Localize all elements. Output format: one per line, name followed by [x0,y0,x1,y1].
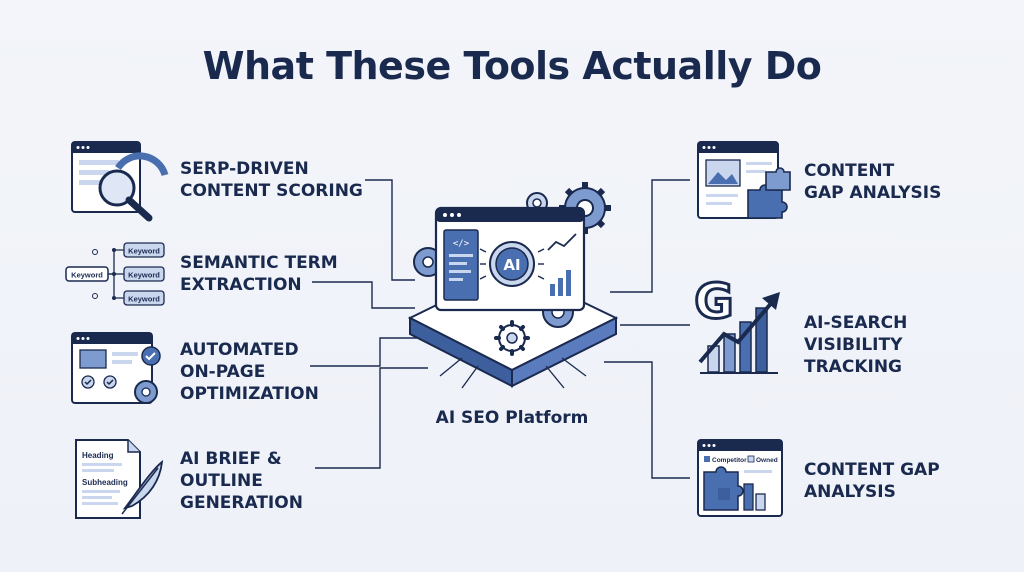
owned-legend: Owned [756,457,778,464]
google-logo-letter: G [694,274,733,330]
document-quill-icon: Heading Subheading [75,439,164,519]
svg-text:</>: </> [453,239,470,249]
brief-heading: Heading [82,451,114,460]
label-semantic-term-extraction: SEMANTIC TERM EXTRACTION [180,253,338,295]
connector-content-gap-top [610,179,690,293]
brief-subheading: Subheading [82,478,128,487]
label-serp-content-scoring: SERP-DRIVEN CONTENT SCORING [180,159,363,201]
image-puzzle-icon [697,141,791,219]
keyword-branch: Keyword [128,247,160,256]
ai-chip-label: AI [503,256,520,274]
keyword-tree-icon: Keyword Keyword Keyword Keyword [65,242,165,306]
keyword-branch: Keyword [128,271,160,280]
label-content-gap-analysis-top: CONTENT GAP ANALYSIS [804,161,942,203]
competitor-legend: Competitor [712,457,747,464]
keyword-root: Keyword [71,271,103,280]
connector-serp [365,179,415,281]
google-growth-chart-icon: G [693,273,780,374]
connector-semantic [312,281,415,309]
connector-onpage [310,337,418,367]
label-automated-on-page-optimization: AUTOMATED ON-PAGE OPTIMIZATION [180,340,319,404]
label-ai-search-visibility-tracking: AI-SEARCH VISIBILITY TRACKING [804,313,908,377]
keyword-branch: Keyword [128,295,160,304]
competitor-owned-puzzle-icon: Competitor Owned [697,439,783,517]
label-ai-brief-outline-generation: AI BRIEF & OUTLINE GENERATION [180,449,303,513]
connector-lines [310,179,690,479]
page-check-gear-icon [71,332,161,404]
center-platform: </> AI [407,182,619,389]
label-content-gap-analysis-bottom: CONTENT GAP ANALYSIS [804,460,940,502]
gear-icon [494,320,530,356]
connector-brief [315,367,428,469]
connector-content-gap-bottom [604,361,690,479]
page-title: What These Tools Actually Do [202,44,822,88]
serp-magnifier-gauge-icon [71,141,169,222]
platform-label: AI SEO Platform [435,408,589,428]
